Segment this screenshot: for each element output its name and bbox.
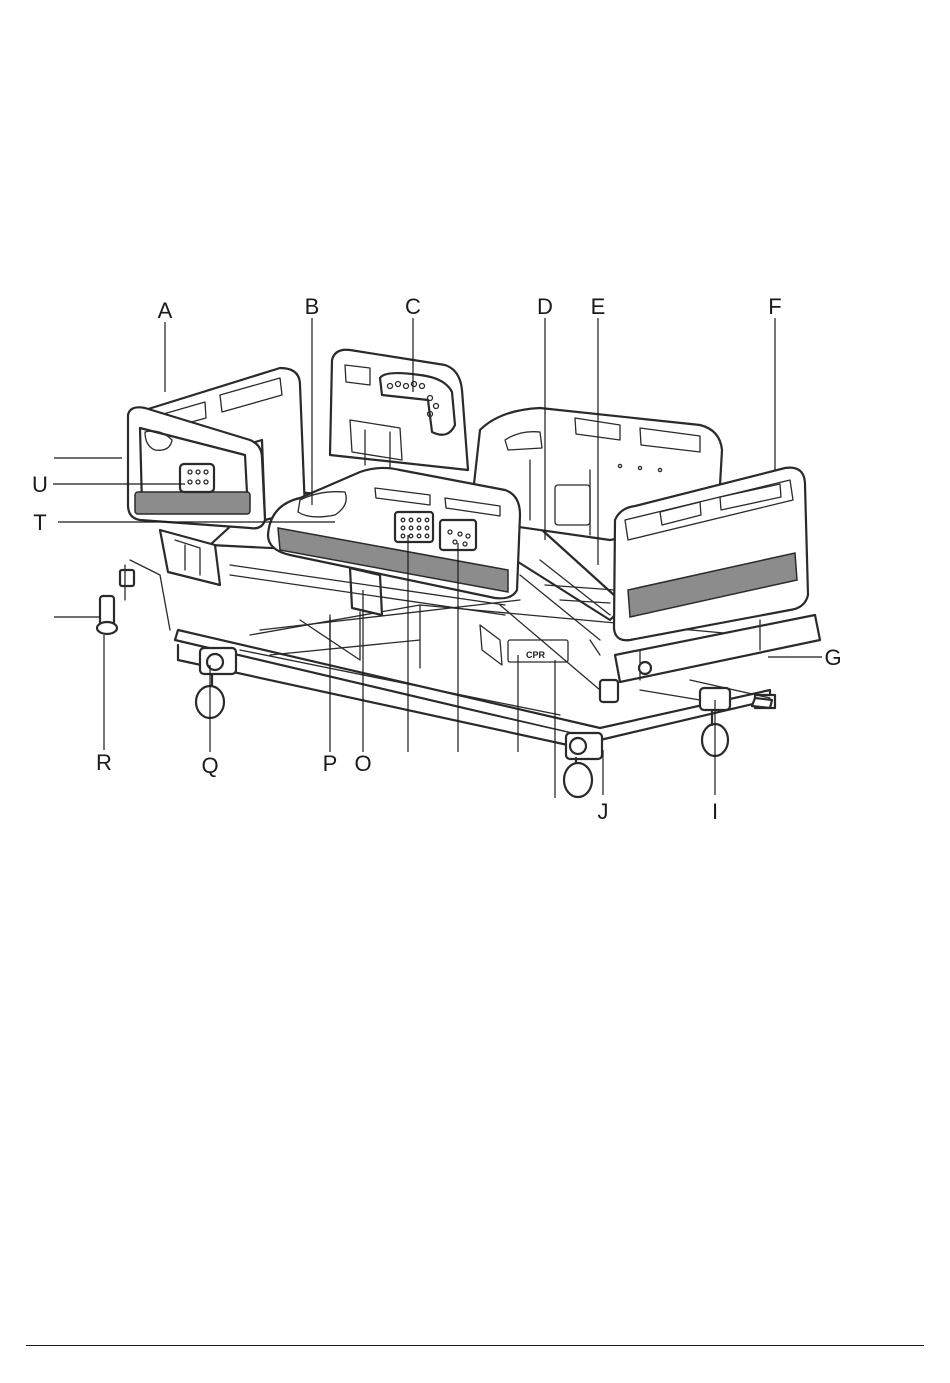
callout-label-b: B bbox=[305, 294, 320, 319]
callout-label-g: G bbox=[824, 645, 841, 670]
caster-right-front bbox=[564, 733, 602, 797]
callout-label-i: I bbox=[712, 799, 718, 824]
caster-left-rear bbox=[97, 570, 134, 634]
footer-rule bbox=[26, 1345, 924, 1346]
callout-label-u: U bbox=[32, 472, 48, 497]
callout-label-p: P bbox=[323, 751, 338, 776]
front-head-siderail bbox=[268, 468, 520, 598]
callout-label-j: J bbox=[598, 799, 609, 824]
rear-head-siderail bbox=[330, 350, 468, 470]
callout-label-d: D bbox=[537, 294, 553, 319]
callout-label-r: R bbox=[96, 750, 112, 775]
callout-label-e: E bbox=[591, 294, 606, 319]
caster-left-front bbox=[196, 648, 236, 718]
cpr-label: CPR bbox=[526, 650, 546, 660]
callout-label-a: A bbox=[158, 298, 173, 323]
callout-label-f: F bbox=[768, 294, 781, 319]
callout-label-q: Q bbox=[201, 753, 218, 778]
callout-label-c: C bbox=[405, 294, 421, 319]
callout-label-t: T bbox=[33, 510, 46, 535]
callout-label-o: O bbox=[354, 751, 371, 776]
